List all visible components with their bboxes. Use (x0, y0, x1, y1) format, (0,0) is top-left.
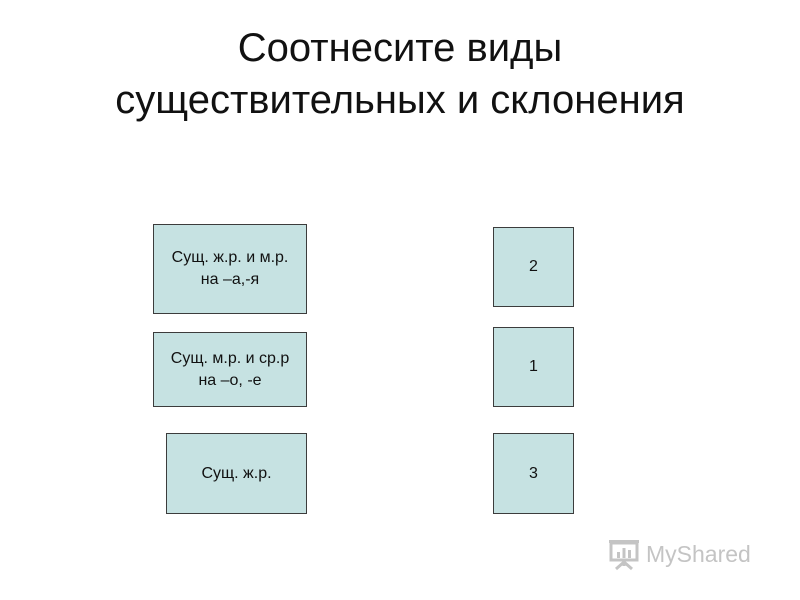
slide-title-line-1: Соотнесите виды (237, 26, 563, 70)
presentation-board-icon (606, 536, 642, 572)
declension-card-1[interactable]: 2 (493, 227, 574, 307)
slide-title: Соотнесите виды существительных и склоне… (0, 22, 800, 126)
slide-title-line-2: существительных и склонения (115, 78, 685, 122)
noun-type-card-1[interactable]: Сущ. ж.р. и м.р. на –а,-я (153, 224, 307, 314)
declension-card-2[interactable]: 1 (493, 327, 574, 407)
declension-card-3[interactable]: 3 (493, 433, 574, 514)
noun-type-card-2[interactable]: Сущ. м.р. и ср.р на –о, -е (153, 332, 307, 407)
watermark-text: MyShared (646, 540, 751, 567)
noun-type-card-2-line-2: на –о, -е (198, 371, 262, 389)
noun-type-card-3[interactable]: Сущ. ж.р. (166, 433, 307, 514)
declension-card-2-label: 1 (529, 358, 538, 375)
declension-card-1-label: 2 (529, 258, 538, 275)
declension-card-3-label: 3 (529, 464, 538, 482)
myshared-watermark: MyShared (606, 536, 751, 572)
noun-type-card-1-line-2: на –а,-я (200, 271, 260, 288)
presentation-board-icon-svg (609, 540, 639, 571)
noun-type-card-1-line-1: Сущ. ж.р. и м.р. (171, 249, 289, 266)
noun-type-card-2-line-1: Сущ. м.р. и ср.р (170, 349, 290, 367)
noun-type-card-3-line-1: Сущ. ж.р. (201, 464, 272, 482)
